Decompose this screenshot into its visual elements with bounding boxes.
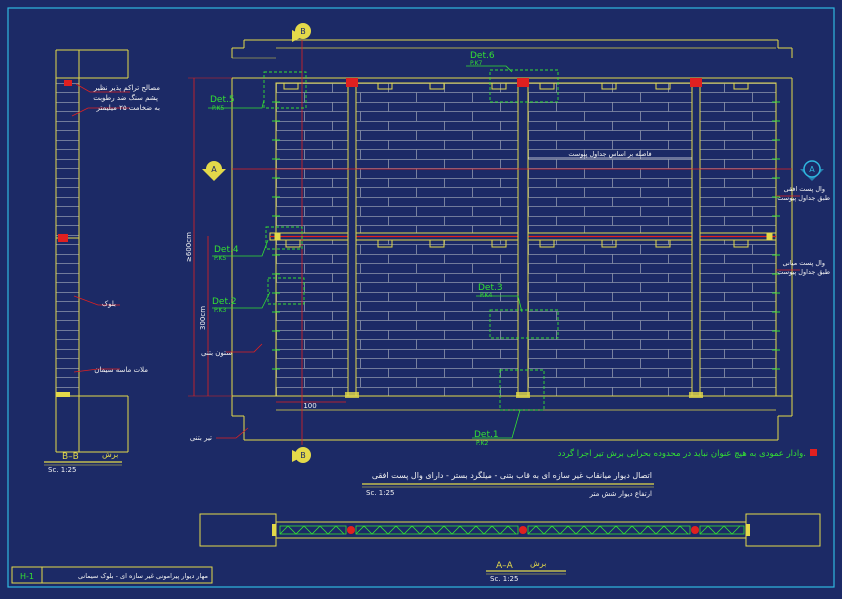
sheet-border [7,7,835,588]
mid-post-label-2: طبق جداول پیوست [777,268,830,276]
title-block: H-1 مهار دیوار پیرامونی غیر سازه ای - بل… [11,566,213,584]
concrete-beam-label: تیر بتنی [190,434,212,442]
marker-b-top-label: B [300,27,306,36]
det4-ref: P.K5 [214,255,227,262]
bb-leaders [73,83,130,373]
bb-scale: Sc. 1:25 [48,466,76,474]
det1-ref: P.K2 [476,440,489,447]
bb-mid-post-marker [58,234,68,242]
det1-label: Det.1 [474,430,499,440]
section-marker-a-right: A [800,160,824,181]
aa-title-block: برش A–A Sc. 1:25 [486,559,566,583]
elevation-wall: فاصله بر اساس جداول پیوست ≥600cm 300cm 1… [185,39,793,445]
det5-ref: P.K5 [212,105,225,112]
bb-title-block: برش B–B Sc. 1:25 [44,450,122,474]
marker-a-left-label: A [211,165,217,174]
section-aa [199,513,821,547]
aa-title: A–A [496,561,514,571]
sheet-code: H-1 [20,572,34,581]
materials-note-line-1: مصالح تراکم پذیر نظیر [93,84,160,92]
mid-post-label-1: وال پست میانی [783,259,825,267]
sheet-title: مهار دیوار پیرامونی غیر سازه ای - بلوک س… [78,572,208,580]
vertical-posts [345,78,703,398]
tie-beam-label-2: طبق جداول پیوست [777,194,830,202]
materials-note-line-2: پشم سنگ ضد رطوبت [93,93,158,102]
top-anchor-clips [283,83,749,90]
aa-title-fa: برش [530,559,546,568]
det6-label: Det.6 [470,51,495,61]
concrete-column-label: ستون بتنی [201,349,232,357]
tie-beam-label-1: وال پست افقی [784,185,825,193]
section-bb [55,49,129,453]
element-leaders [216,195,800,439]
offset-dimension-label: 100 [303,402,316,410]
warning-marker [810,449,817,456]
bb-title: B–B [62,452,79,462]
mortar-label: ملات ماسه سیمان [94,366,148,374]
spacing-dimension-label: فاصله بر اساس جداول پیوست [568,150,651,158]
marker-a-right-label: A [809,165,815,174]
bb-top-marker [64,80,72,86]
block-label: بلوک [102,300,116,308]
height-dimension-label: ≥600cm [185,232,193,262]
det2-label: Det.2 [212,297,237,307]
section-marker-a-left: A [202,161,226,181]
aa-scale: Sc. 1:25 [490,575,518,583]
det4-label: Det.4 [214,245,239,255]
section-marker-b-top: B [292,23,311,42]
wall-height-note: ارتفاع دیوار شش متر [589,490,652,498]
main-title-note: اتصال دیوار میانقاب غیر سازه ای به قاب ب… [372,470,652,480]
bb-leaders-upper [71,107,130,117]
materials-note-line-3: به ضخامت ۲۵ میلیمتر [96,104,160,112]
bed-joint-ticks-left [272,101,280,370]
section-marker-b-bottom: B [292,447,311,463]
marker-b-bottom-label: B [300,451,306,460]
bb-title-fa: برش [102,450,118,459]
detail-boxes [263,69,559,411]
half-height-dimension-label: 300cm [199,306,207,330]
warning-note: وادار عمودی به هیچ عنوان نباید در محدوده… [558,448,806,459]
main-scale: Sc. 1:25 [366,489,394,497]
det3-ref: P.K4 [480,292,493,299]
det3-label: Det.3 [478,283,503,293]
aa-truss [279,525,745,535]
det2-ref: P.K3 [214,307,227,314]
bed-joint-ticks-right [772,101,780,370]
beam-anchor-clips [274,233,773,248]
bb-bottom-anchor [56,392,70,397]
detail-leaders [208,65,523,439]
det5-label: Det.5 [210,95,235,105]
det6-ref: P.K7 [470,60,483,67]
